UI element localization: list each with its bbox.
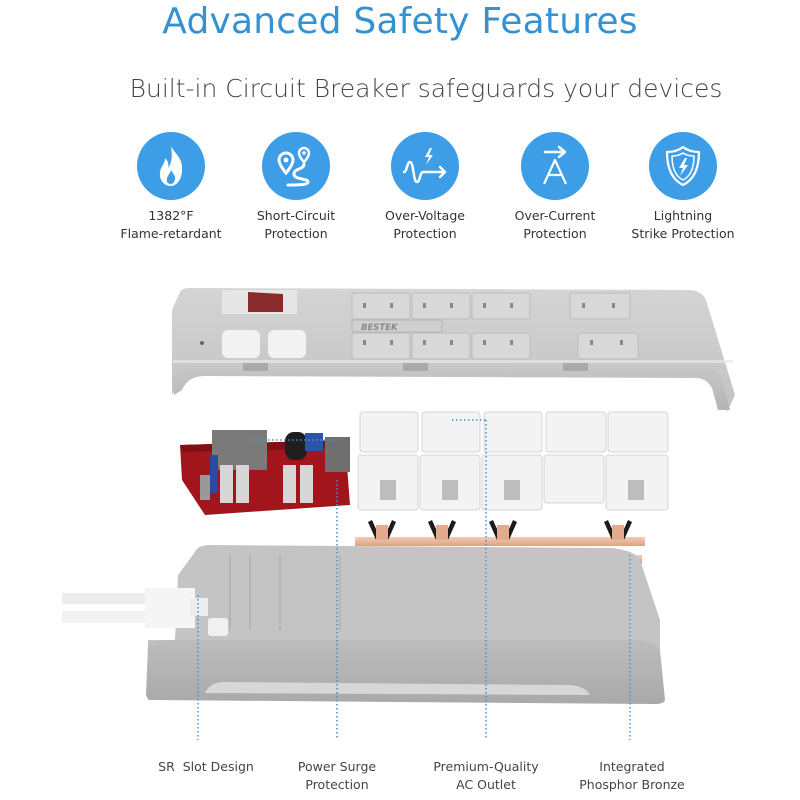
callout-line2: Protection (305, 777, 369, 792)
page-title: Advanced Safety Features (162, 1, 638, 42)
map-route-icon (262, 132, 330, 200)
feature-label-line1: Lightning (653, 208, 713, 223)
feature-label-line2: Protection (523, 226, 587, 241)
component-callouts: SR Slot Design Power Surge Protection Pr… (0, 758, 800, 800)
ampere-arrow-icon (521, 132, 589, 200)
power-strip-exploded-view: BESTEK (62, 288, 735, 740)
callout-line1: Integrated (599, 759, 665, 774)
usb-port-1 (222, 330, 260, 358)
usb-port-2 (268, 330, 306, 358)
callout-power-surge: Power Surge Protection (262, 758, 412, 794)
feature-label-line2: Protection (393, 226, 457, 241)
base-housing (146, 545, 665, 704)
callout-line2: AC Outlet (456, 777, 516, 792)
brand-logo: BESTEK (361, 323, 399, 333)
feature-label-line1: Over-Current (514, 208, 596, 223)
feature-label-line2: Flame-retardant (120, 226, 222, 241)
callout-line1: SR Slot Design (158, 759, 254, 774)
top-cover: BESTEK (172, 288, 735, 412)
lightning-shield-icon (649, 132, 717, 200)
callout-sr-slot: SR Slot Design (131, 758, 281, 776)
power-cord (62, 588, 228, 636)
callout-leaders (197, 419, 631, 740)
callout-phosphor-bronze: Integrated Phosphor Bronze (557, 758, 707, 794)
feature-label-line1: Over-Voltage (385, 208, 465, 223)
feature-label-line1: 1382°F (148, 208, 194, 223)
outlet-modules (357, 411, 669, 511)
feature-flame-retardant: 1382°F Flame-retardant (101, 132, 241, 243)
page-subtitle: Built-in Circuit Breaker safeguards your… (129, 74, 723, 103)
callout-ac-outlet: Premium-Quality AC Outlet (411, 758, 561, 794)
callout-line2: Phosphor Bronze (579, 777, 685, 792)
flame-icon (137, 132, 205, 200)
callout-line1: Power Surge (297, 759, 377, 774)
feature-label-line1: Short-Circuit (256, 208, 336, 223)
voltage-surge-icon (391, 132, 459, 200)
feature-label-line2: Protection (264, 226, 328, 241)
feature-label-line2: Strike Protection (631, 226, 735, 241)
pcb-board (180, 430, 350, 515)
callout-line1: Premium-Quality (433, 759, 539, 774)
